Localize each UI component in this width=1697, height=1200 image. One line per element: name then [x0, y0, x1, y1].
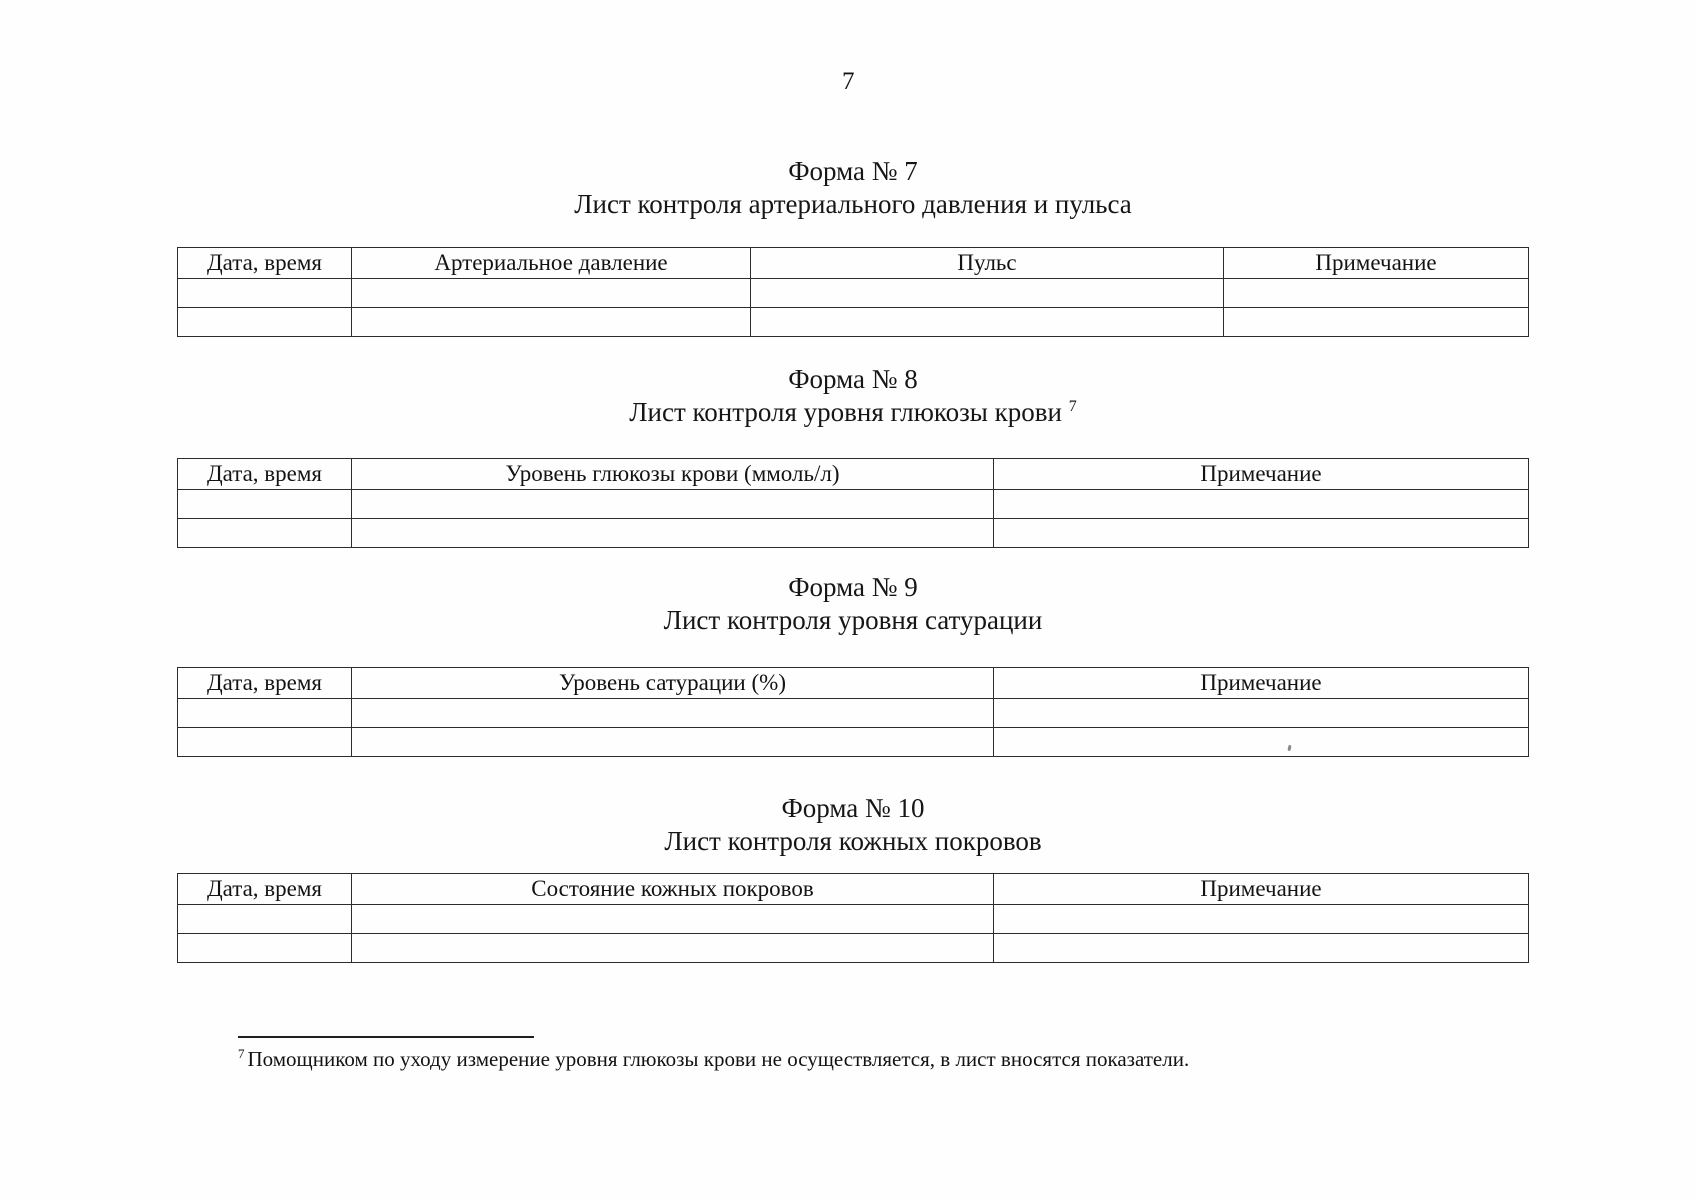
- empty-cell: [993, 518, 1529, 548]
- footnote-body: Помощником по уходу измерение уровня глю…: [247, 1047, 1190, 1071]
- form-8-col-note: Примечание: [993, 458, 1529, 490]
- form-9-header-row: Дата, время Уровень сатурации (%) Примеч…: [177, 667, 1529, 699]
- form-10-subtitle: Лист контроля кожных покровов: [664, 826, 1042, 856]
- form-7-empty-row: [177, 278, 1529, 308]
- form-8-empty-row: [177, 489, 1529, 519]
- empty-cell: [351, 278, 751, 308]
- form-7-header-row: Дата, время Артериальное давление Пульс …: [177, 247, 1529, 279]
- empty-cell: [351, 489, 994, 519]
- form-9-table: Дата, время Уровень сатурации (%) Примеч…: [177, 667, 1529, 757]
- form-8-col-date-time: Дата, время: [177, 458, 352, 490]
- empty-cell: [351, 904, 994, 934]
- form-7-heading: Форма № 7 Лист контроля артериального да…: [8, 155, 1697, 221]
- footnote-marker: 7: [238, 1046, 245, 1061]
- form-8-header-row: Дата, время Уровень глюкозы крови (ммоль…: [177, 458, 1529, 490]
- form-9-col-note: Примечание: [993, 667, 1529, 699]
- footnote-divider: [238, 1036, 534, 1038]
- form-7-col-note: Примечание: [1223, 247, 1529, 279]
- empty-cell: [177, 518, 352, 548]
- form-9-col-saturation-level: Уровень сатурации (%): [351, 667, 994, 699]
- form-8-table: Дата, время Уровень глюкозы крови (ммоль…: [177, 458, 1529, 548]
- empty-cell: [351, 933, 994, 963]
- form-10-header-row: Дата, время Состояние кожных покровов Пр…: [177, 873, 1529, 905]
- empty-cell: [1223, 307, 1529, 337]
- form-7-title: Форма № 7: [788, 156, 918, 186]
- form-8-heading: Форма № 8 Лист контроля уровня глюкозы к…: [8, 363, 1697, 429]
- form-10-heading: Форма № 10 Лист контроля кожных покровов: [8, 792, 1697, 858]
- form-8-footnote-ref: 7: [1068, 398, 1077, 415]
- form-8-empty-row: [177, 518, 1529, 548]
- empty-cell: [177, 278, 352, 308]
- empty-cell: [750, 307, 1224, 337]
- form-10-empty-row: [177, 904, 1529, 934]
- form-10-title: Форма № 10: [781, 793, 925, 823]
- empty-cell: [177, 727, 352, 757]
- form-7-subtitle: Лист контроля артериального давления и п…: [574, 189, 1132, 219]
- form-8-col-glucose-level: Уровень глюкозы крови (ммоль/л): [351, 458, 994, 490]
- page-number: 7: [842, 68, 855, 95]
- form-9-col-date-time: Дата, время: [177, 667, 352, 699]
- form-9-subtitle: Лист контроля уровня сатурации: [663, 605, 1043, 635]
- empty-cell: [993, 904, 1529, 934]
- form-10-col-date-time: Дата, время: [177, 873, 352, 905]
- form-8-title: Форма № 8: [788, 364, 918, 394]
- empty-cell: [177, 698, 352, 728]
- form-7-empty-row: [177, 307, 1529, 337]
- form-9-empty-row: [177, 698, 1529, 728]
- form-10-col-note: Примечание: [993, 873, 1529, 905]
- form-9-heading: Форма № 9 Лист контроля уровня сатурации: [8, 571, 1697, 637]
- form-10-empty-row: [177, 933, 1529, 963]
- empty-cell: [993, 698, 1529, 728]
- empty-cell: [993, 727, 1529, 757]
- empty-cell: [750, 278, 1224, 308]
- form-8-subtitle: Лист контроля уровня глюкозы крови 7: [8, 396, 1697, 429]
- form-9-title: Форма № 9: [788, 572, 918, 602]
- empty-cell: [351, 698, 994, 728]
- form-7-col-date-time: Дата, время: [177, 247, 352, 279]
- form-10-col-skin-condition: Состояние кожных покровов: [351, 873, 994, 905]
- form-10-table: Дата, время Состояние кожных покровов Пр…: [177, 873, 1529, 963]
- empty-cell: [351, 727, 994, 757]
- form-7-col-pulse: Пульс: [750, 247, 1224, 279]
- empty-cell: [177, 307, 352, 337]
- form-8-subtitle-text: Лист контроля уровня глюкозы крови: [629, 397, 1062, 427]
- empty-cell: [993, 933, 1529, 963]
- empty-cell: [177, 489, 352, 519]
- empty-cell: [177, 933, 352, 963]
- empty-cell: [1223, 278, 1529, 308]
- empty-cell: [351, 518, 994, 548]
- empty-cell: [351, 307, 751, 337]
- empty-cell: [177, 904, 352, 934]
- form-7-table: Дата, время Артериальное давление Пульс …: [177, 247, 1529, 337]
- form-7-col-blood-pressure: Артериальное давление: [351, 247, 751, 279]
- form-9-empty-row: [177, 727, 1529, 757]
- empty-cell: [993, 489, 1529, 519]
